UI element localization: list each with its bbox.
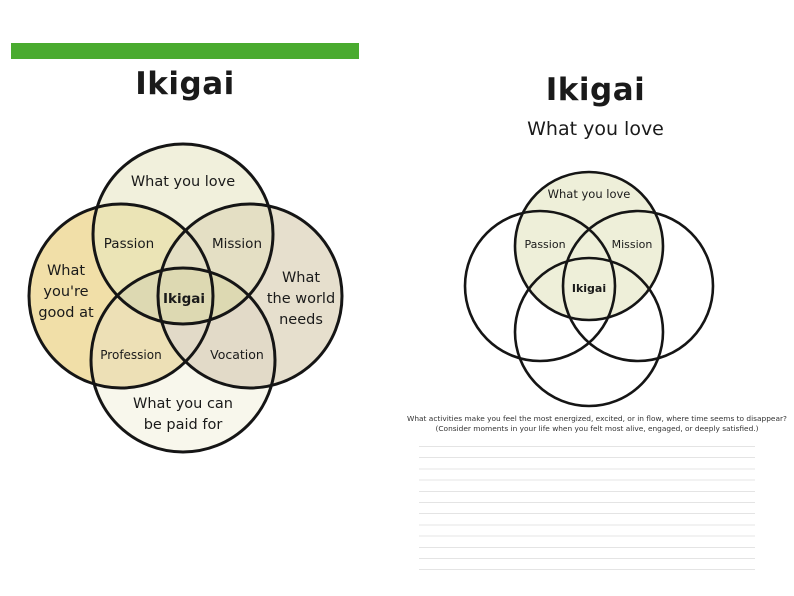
question-line-1: What activities make you feel the most e… (407, 414, 787, 423)
label-good-at-1: What (47, 263, 85, 279)
accent-bar (11, 43, 359, 59)
label-good-at-2: you're (43, 284, 88, 300)
label-ikigai-center: Ikigai (163, 291, 205, 307)
circle-love (515, 172, 663, 320)
label-paid-for-2: be paid for (144, 417, 223, 433)
circle-good-at (463, 209, 617, 363)
label-vocation: Vocation (210, 347, 264, 362)
label-world-needs-3: needs (279, 312, 323, 328)
circle-paid-for (513, 256, 665, 408)
page-title: Ikigai (135, 66, 235, 102)
label-what-you-love: What you love (131, 174, 235, 190)
label-paid-for-1: What you can (133, 396, 233, 412)
label-mission: Mission (612, 238, 653, 251)
label-passion: Passion (104, 236, 154, 252)
label-world-needs-2: the world (267, 291, 335, 307)
ikigai-venn-diagram: What you love What you're good at What t… (27, 142, 344, 454)
question-line-2: (Consider moments in your life when you … (435, 424, 759, 433)
label-good-at-3: good at (38, 305, 94, 321)
writing-lines[interactable] (419, 446, 755, 571)
label-passion: Passion (524, 238, 565, 251)
label-profession: Profession (100, 348, 161, 362)
label-world-needs-1: What (282, 270, 320, 286)
page-subtitle: What you love (527, 118, 664, 140)
page-title: Ikigai (545, 72, 646, 108)
label-ikigai-center: Ikigai (572, 282, 606, 295)
left-page: Ikigai (11, 43, 359, 454)
label-mission: Mission (212, 236, 262, 252)
circle-world-needs (561, 209, 715, 363)
reflection-question: What activities make you feel the most e… (407, 414, 787, 434)
ikigai-venn-diagram-worksheet: What you love Passion Mission Ikigai (463, 170, 715, 408)
right-page: Ikigai What you love What you love Passi… (397, 0, 794, 596)
label-what-you-love: What you love (548, 187, 631, 201)
